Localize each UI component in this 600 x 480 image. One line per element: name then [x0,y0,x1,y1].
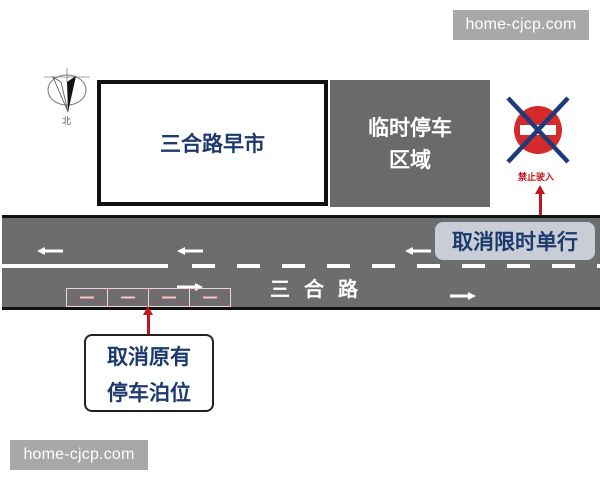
morning-market-building: 三合路早市 [97,80,328,206]
no-entry-label: 禁止驶入 [517,173,554,183]
compass-label: 北 [62,117,72,127]
arrowhead-up-icon [535,185,545,194]
center-line-dashed [192,264,600,268]
market-label: 三合路早市 [160,132,265,156]
removed-parking-slots [66,288,231,307]
callout-cancel-one-way-text: 取消限时单行 [452,230,578,254]
arrow-right-icon [450,285,476,304]
pointer-line-sign [539,192,542,224]
callout-cancel-parking-line1: 取消原有 [107,345,191,369]
callout-cancel-parking: 取消原有 停车泊位 [84,334,214,412]
arrow-left-icon [37,240,63,259]
no-entry-sign-icon [500,92,576,168]
temp-parking-label-line1: 临时停车 [368,115,452,140]
arrow-left-icon [177,240,203,259]
pointer-line-parking [147,313,150,335]
road-name-label: 三合路 [270,277,372,301]
arrow-left-icon [405,240,431,259]
arrowhead-up-icon [143,306,153,315]
temp-parking-label-line2: 区域 [389,147,431,172]
center-line-solid [2,264,168,268]
watermark-bottom: home-cjcp.com [10,440,148,470]
compass-north-arrow-icon: 北 [40,68,90,130]
callout-cancel-one-way: 取消限时单行 [435,222,595,260]
watermark-top: home-cjcp.com [453,10,589,40]
callout-cancel-parking-line2: 停车泊位 [107,381,191,405]
temporary-parking-area: 临时停车 区域 [330,80,490,207]
